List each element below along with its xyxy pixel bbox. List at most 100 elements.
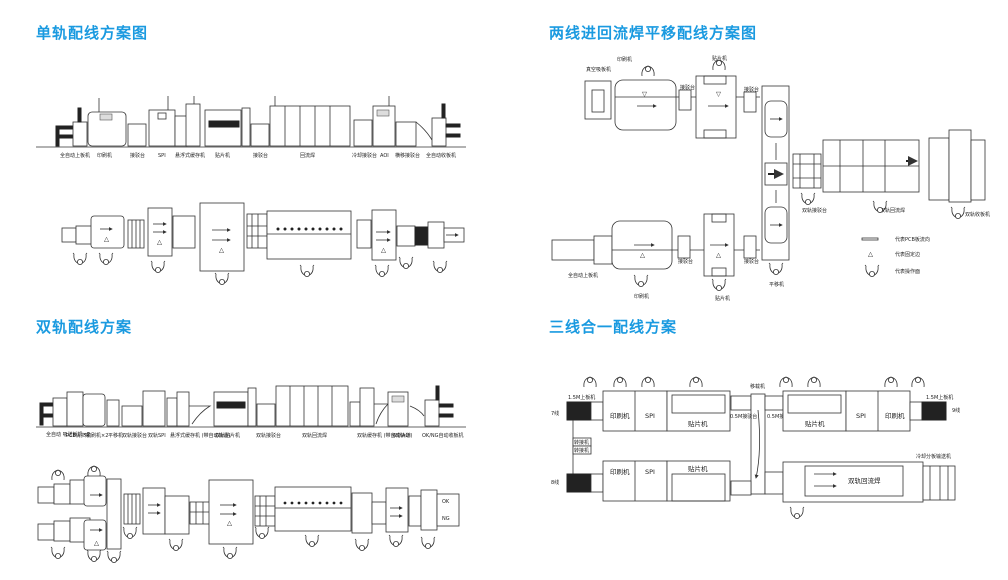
label: 0.5M接驳台 bbox=[730, 413, 757, 420]
printer-top bbox=[614, 79, 677, 131]
label: 9线 bbox=[952, 407, 960, 414]
label: 接驳台 bbox=[130, 152, 145, 159]
label: 0.5M接驳台 bbox=[767, 413, 794, 420]
label: 双轨SPI bbox=[148, 432, 166, 439]
label: 双轨缓存机 (带自动轨道) bbox=[357, 432, 413, 439]
label: 印刷机 bbox=[610, 467, 630, 476]
label: 全自动 吸送板机×2 bbox=[46, 431, 90, 438]
arrow-icon bbox=[861, 237, 879, 241]
label: 双轨接驳台 bbox=[802, 207, 827, 214]
reflow-oven bbox=[782, 461, 924, 503]
label: AOI bbox=[380, 153, 389, 159]
label: 接驳台 bbox=[744, 86, 759, 93]
label: 双轨回流焊 bbox=[880, 207, 905, 214]
unloader-machine bbox=[431, 117, 447, 147]
label: 移载机 bbox=[750, 383, 765, 390]
buffer-machine bbox=[185, 103, 201, 147]
svg-text:▽: ▽ bbox=[642, 90, 647, 98]
label: 全自动收板机 bbox=[426, 152, 456, 159]
label: 接驳台 bbox=[678, 258, 693, 265]
label: 贴片机 bbox=[712, 55, 727, 62]
label: 全自动上板机 bbox=[60, 152, 90, 159]
label: 双轨收板机 bbox=[965, 211, 990, 218]
label: 贴片机 bbox=[215, 152, 230, 159]
svg-text:△: △ bbox=[219, 246, 224, 254]
loader-machine bbox=[55, 107, 88, 147]
spi-machine bbox=[148, 109, 176, 147]
label: 贴片机 bbox=[715, 295, 730, 302]
label: OK/NG自动收板机 bbox=[422, 432, 464, 439]
legend: 代表PCB板流向 △ 代表固定边 代表操作面 bbox=[861, 236, 930, 278]
label: 双轨AOI bbox=[392, 432, 411, 439]
label: 转接机 bbox=[574, 447, 589, 454]
svg-text:△: △ bbox=[94, 539, 99, 547]
legend-item: 代表PCB板流向 bbox=[895, 236, 930, 243]
label: 冷却分板输送机 bbox=[916, 453, 951, 460]
three-in-one-title: 三线合一配线方案 bbox=[549, 318, 678, 336]
two-line-reflow-title: 两线进回流焊平移配线方案图 bbox=[549, 24, 758, 42]
label: 印刷机×2 bbox=[86, 432, 108, 439]
loader-bottom bbox=[551, 239, 595, 261]
label: 平移机 bbox=[769, 281, 784, 288]
ng-mark: NG bbox=[442, 516, 450, 522]
label: 贴片机 bbox=[688, 464, 708, 473]
label: SPI bbox=[645, 468, 655, 476]
label: 回流焊 bbox=[300, 152, 315, 159]
vacuum-loader bbox=[584, 80, 612, 120]
label: 1.5M上板机 bbox=[568, 394, 595, 401]
reflow-oven bbox=[269, 105, 351, 147]
svg-text:△: △ bbox=[640, 251, 645, 259]
label: PCB清扫机 bbox=[66, 432, 91, 439]
mounter-top bbox=[695, 75, 737, 139]
label: 平移机 bbox=[108, 432, 123, 439]
single-rail-labels: 全自动上板机 印刷机 接驳台 SPI 悬浮式缓存机 贴片机 接驳台 回流焊 冷却… bbox=[60, 152, 456, 159]
label: 8线 bbox=[551, 479, 559, 486]
label: 真空吸板机 bbox=[586, 66, 611, 73]
label: 双轨接驳台 bbox=[122, 432, 147, 439]
label: SPI bbox=[645, 412, 655, 420]
svg-text:△: △ bbox=[716, 251, 721, 259]
label: 印刷机 bbox=[97, 152, 112, 159]
dual-rail-side-view bbox=[36, 385, 466, 428]
label: SPI bbox=[158, 153, 166, 159]
label: 印刷机 bbox=[885, 411, 905, 420]
svg-text:△: △ bbox=[381, 246, 386, 254]
triangle-icon: △ bbox=[868, 250, 873, 258]
label: 贴片机 bbox=[688, 419, 708, 428]
three-in-one-layout: 7线 1.5M上板机 印刷机 SPI 贴片机 移载机 0.5M接驳台 0.5M接… bbox=[551, 376, 960, 519]
label: 7线 bbox=[551, 410, 559, 417]
label: 双轨贴片机 bbox=[215, 432, 240, 439]
operator-icon bbox=[864, 264, 880, 278]
label: 接驳台 bbox=[680, 84, 695, 91]
label: 转接机 bbox=[574, 439, 589, 446]
label: 贴片机 bbox=[805, 419, 825, 428]
label: 印刷机 bbox=[617, 56, 632, 63]
dual-rail-top-view: △ △ OK NG bbox=[37, 465, 460, 563]
dual-unloader bbox=[948, 129, 972, 203]
svg-text:△: △ bbox=[104, 235, 109, 243]
dual-rail-title: 双轨配线方案 bbox=[36, 318, 133, 336]
label: 印刷机 bbox=[610, 411, 630, 420]
label: 接驳台 bbox=[253, 152, 268, 159]
svg-text:△: △ bbox=[157, 238, 162, 246]
printer-machine bbox=[87, 111, 127, 147]
label: 悬浮式缓存机 bbox=[175, 152, 205, 159]
label: 横移接驳台 bbox=[395, 152, 420, 159]
label: 悬浮式缓存机 (带自动轨道) bbox=[170, 432, 231, 439]
svg-text:△: △ bbox=[227, 519, 232, 527]
label: 1.5M上板机 bbox=[926, 394, 953, 401]
single-rail-top-view: △ △ △ △ bbox=[61, 202, 465, 286]
legend-item: 代表操作面 bbox=[895, 268, 920, 275]
mounter-machine bbox=[204, 109, 242, 147]
label: 双轨回流焊 bbox=[302, 432, 327, 439]
label: 全自动上板机 bbox=[568, 272, 598, 279]
svg-text:▽: ▽ bbox=[716, 90, 721, 98]
ok-mark: OK bbox=[442, 499, 450, 505]
label: SPI bbox=[856, 412, 866, 420]
label: 冷却接驳台 bbox=[352, 152, 377, 159]
label: 双轨接驳台 bbox=[256, 432, 281, 439]
label: 印刷机 bbox=[634, 293, 649, 300]
two-line-reflow-layout: ▽ ▽ 真空吸板机 印刷机 贴片机 接驳台 接驳台 平移机 双轨接驳台 bbox=[551, 55, 990, 302]
label: 双轨回流焊 bbox=[848, 476, 881, 485]
